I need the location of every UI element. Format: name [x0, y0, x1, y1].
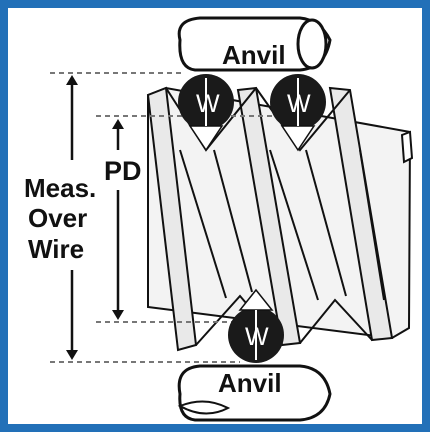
anvil-top-end — [296, 18, 328, 70]
helix-line — [213, 149, 253, 293]
meas-label-line1: Meas. — [24, 173, 96, 203]
wire-top-left-label: W — [196, 90, 220, 118]
helix-line — [305, 149, 347, 297]
pd-label: PD — [104, 156, 142, 186]
helix-line — [179, 149, 227, 299]
anvil-top-label: Anvil — [222, 40, 286, 70]
helix-line — [359, 149, 385, 301]
meas-label-line3: Wire — [28, 234, 84, 264]
threaded-part — [146, 86, 414, 352]
thread-end — [400, 130, 414, 164]
wire-arrows — [205, 78, 299, 360]
anvil-top: Anvil — [177, 16, 332, 72]
meas-label-line2: Over — [28, 203, 87, 233]
anvil-bottom-label: Anvil — [218, 368, 282, 398]
helix-line — [269, 149, 319, 301]
anvil-bottom-end — [177, 400, 231, 415]
thread-root — [299, 298, 373, 344]
thread-flank — [328, 86, 394, 342]
thread-root — [255, 87, 351, 152]
anvil-bottom: Anvil — [177, 364, 332, 422]
